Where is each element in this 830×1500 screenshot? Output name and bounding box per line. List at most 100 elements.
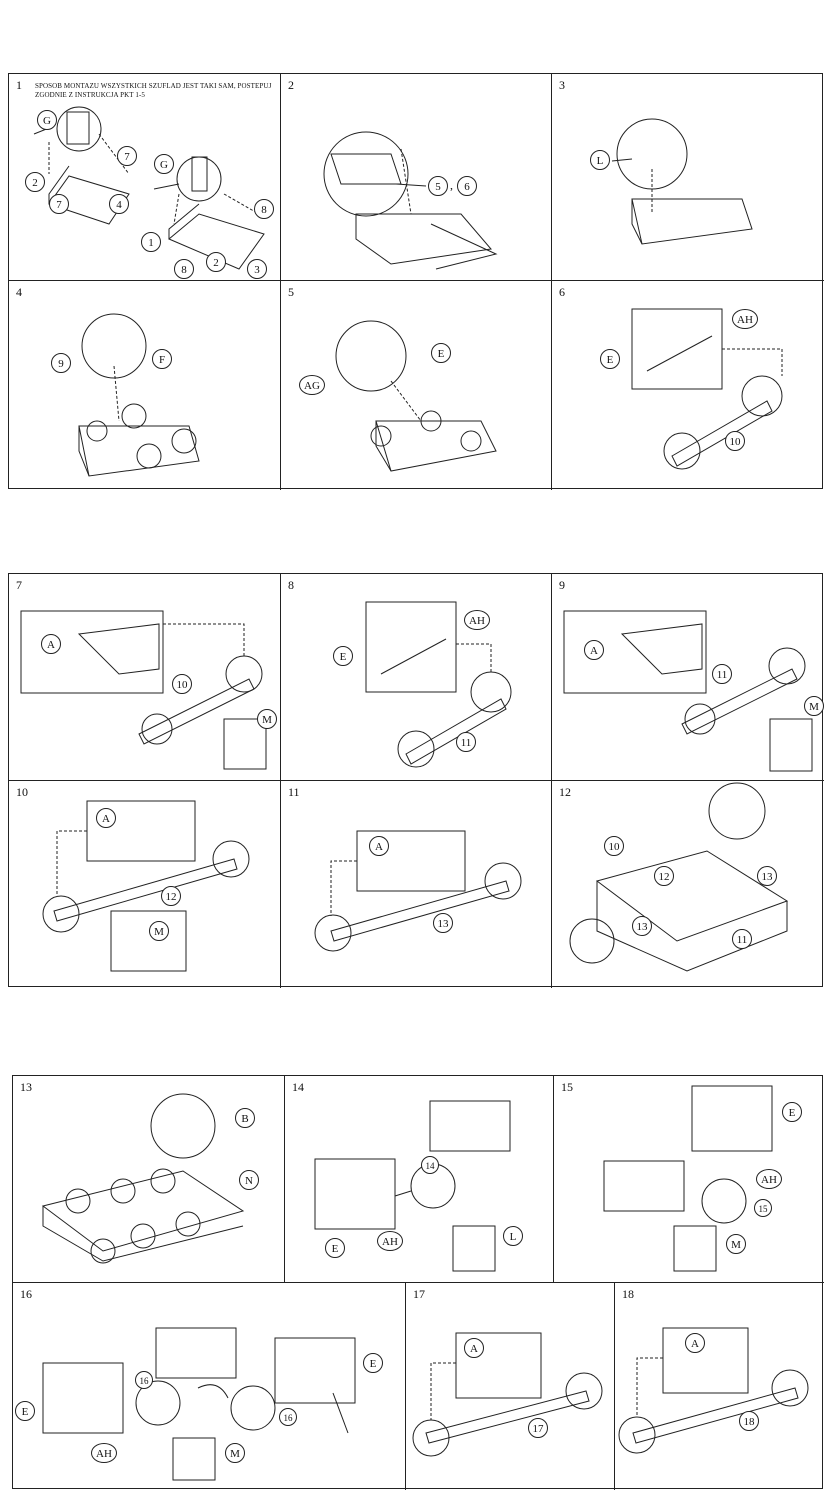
part-label: 5	[428, 176, 448, 196]
part-label: 3	[247, 259, 267, 279]
part-label: 10	[172, 674, 192, 694]
part-label: 6	[457, 176, 477, 196]
step-number: 4	[16, 285, 22, 299]
part-label: 12	[161, 886, 181, 906]
part-label: 13	[433, 913, 453, 933]
step-5-panel: 5 AG E	[281, 281, 552, 490]
part-label: 11	[712, 664, 732, 684]
part-label: G	[37, 110, 57, 130]
part-label: M	[225, 1443, 245, 1463]
slat-support-illustration	[42, 1327, 356, 1481]
steps-block-2: 7 A 10 M 8	[8, 573, 824, 988]
step-1-panel: 1 SPOSOB MONTAZU WSZYSTKICH SZUFLAD JEST…	[9, 74, 281, 281]
part-label: AH	[377, 1231, 403, 1251]
part-label: AG	[299, 375, 325, 395]
step-15-panel: 15 E AH 15 M	[554, 1076, 824, 1283]
part-label: 18	[739, 1411, 759, 1431]
step-12-panel: 12 10 12 13 13 11	[552, 781, 824, 988]
step-note: SPOSOB MONTAZU WSZYSTKICH SZUFLAD JEST T…	[35, 82, 272, 99]
frame-assembly-illustration	[569, 782, 789, 972]
label-separator: ,	[450, 178, 453, 192]
part-label: 13	[632, 916, 652, 936]
crossbar-illustration	[42, 800, 250, 972]
step-number: 9	[559, 578, 565, 592]
part-label: E	[782, 1102, 802, 1122]
part-label: E	[600, 349, 620, 369]
part-label: E	[431, 343, 451, 363]
step-7-panel: 7 A 10 M	[9, 574, 281, 781]
step-number: 2	[288, 78, 294, 92]
rail-bracket-illustration	[20, 610, 267, 770]
step-number: 18	[622, 1287, 634, 1301]
rail-screwing-illustration	[365, 601, 512, 768]
part-label: AH	[732, 309, 758, 329]
step-number: 8	[288, 578, 294, 592]
part-label: 11	[732, 929, 752, 949]
part-label: M	[726, 1234, 746, 1254]
step-3-panel: 3 L	[552, 74, 824, 281]
part-label: N	[239, 1170, 259, 1190]
runner-screwing-illustration	[335, 320, 497, 472]
steps-block-1: 1 SPOSOB MONTAZU WSZYSTKICH SZUFLAD JEST…	[8, 73, 824, 490]
part-label: 15	[754, 1199, 772, 1217]
part-label: 14	[421, 1156, 439, 1174]
part-label: L	[590, 150, 610, 170]
part-label: 9	[51, 353, 71, 373]
part-label: AH	[91, 1443, 117, 1463]
part-label: A	[96, 808, 116, 828]
part-label: 10	[725, 431, 745, 451]
step-18-panel: 18 A 18	[615, 1283, 824, 1490]
part-label: M	[804, 696, 824, 716]
rail-bracket-illustration	[563, 610, 813, 772]
part-label: A	[464, 1338, 484, 1358]
part-label: 8	[254, 199, 274, 219]
part-label: 12	[654, 866, 674, 886]
part-label: 17	[528, 1418, 548, 1438]
part-label: 1	[141, 232, 161, 252]
part-label: A	[685, 1333, 705, 1353]
step-number: 15	[561, 1080, 573, 1094]
step-10-panel: 10 A 12 M	[9, 781, 281, 988]
step-number: 13	[20, 1080, 32, 1094]
part-label: G	[154, 154, 174, 174]
drawer-nailing-illustration	[611, 118, 753, 245]
step-16-panel: 16 16 E AH 16 E M	[13, 1283, 406, 1490]
step-number: 12	[559, 785, 571, 799]
part-label: M	[257, 709, 277, 729]
part-label: E	[363, 1353, 383, 1373]
steps-block-3: 13 B N 14	[12, 1075, 824, 1490]
step-8-panel: 8 E AH 11	[281, 574, 552, 781]
part-label: 4	[109, 194, 129, 214]
step-number: 3	[559, 78, 565, 92]
part-label: A	[41, 634, 61, 654]
part-label: B	[235, 1108, 255, 1128]
bed-frame-illustration	[41, 1093, 245, 1264]
step-4-panel: 4 9 F	[9, 281, 281, 490]
part-label: 16	[279, 1408, 297, 1426]
part-label: 7	[117, 146, 137, 166]
step-number: 10	[16, 785, 28, 799]
part-label: E	[15, 1401, 35, 1421]
part-label: 10	[604, 836, 624, 856]
slat-illustration	[412, 1332, 603, 1457]
part-label: E	[333, 646, 353, 666]
step-14-panel: 14 14 E AH L	[285, 1076, 554, 1283]
part-label: 16	[135, 1371, 153, 1389]
part-label: M	[149, 921, 169, 941]
step-2-panel: 2 5 , 6	[281, 74, 552, 281]
step-17-panel: 17 A 17	[406, 1283, 615, 1490]
step-9-panel: 9 A 11 M	[552, 574, 824, 781]
part-label: A	[584, 640, 604, 660]
crossbar-illustration	[314, 830, 522, 952]
part-label: F	[152, 349, 172, 369]
part-label: A	[369, 836, 389, 856]
drawer-frame-illustration	[78, 313, 200, 477]
step-number: 5	[288, 285, 294, 299]
drawer-base-insert-illustration	[323, 131, 498, 270]
step-number: 11	[288, 785, 300, 799]
side-rail-screwing-illustration	[631, 308, 783, 470]
step-number: 1	[16, 78, 22, 92]
part-label: 2	[25, 172, 45, 192]
slat-support-illustration	[603, 1085, 773, 1272]
part-label: L	[503, 1226, 523, 1246]
